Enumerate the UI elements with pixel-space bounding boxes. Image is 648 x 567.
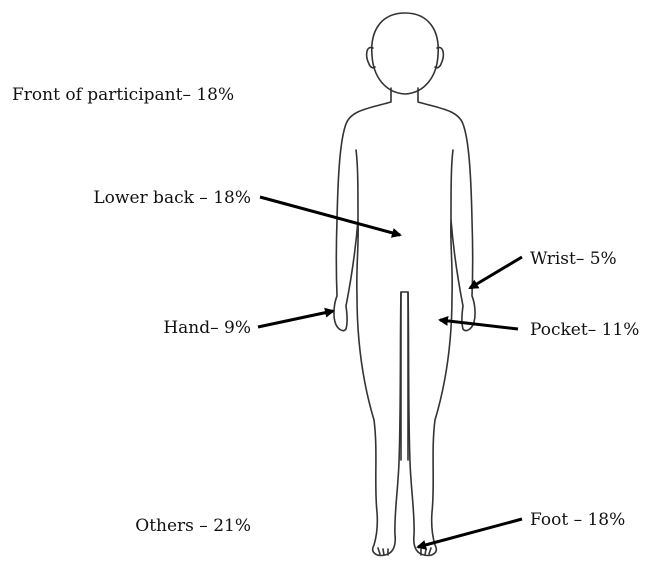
label-pocket: Pocket– 11% <box>530 320 639 340</box>
label-others: Others – 21% <box>135 516 251 536</box>
human-body-outline <box>334 13 475 555</box>
arrows <box>258 197 522 547</box>
label-wrist: Wrist– 5% <box>530 249 617 269</box>
head-outline <box>372 13 438 94</box>
label-foot: Foot – 18% <box>530 510 625 530</box>
label-front-of-participant: Front of participant– 18% <box>12 85 234 105</box>
foot-arrow <box>418 519 522 547</box>
wrist-arrow <box>470 257 522 288</box>
label-hand: Hand– 9% <box>163 318 251 338</box>
inner-leg-line <box>401 292 408 460</box>
lower-back-arrow <box>260 197 400 235</box>
hand-arrow <box>258 311 333 327</box>
left-arm-inner <box>356 150 358 220</box>
right-arm-inner <box>451 150 453 220</box>
label-lower-back: Lower back – 18% <box>93 188 251 208</box>
